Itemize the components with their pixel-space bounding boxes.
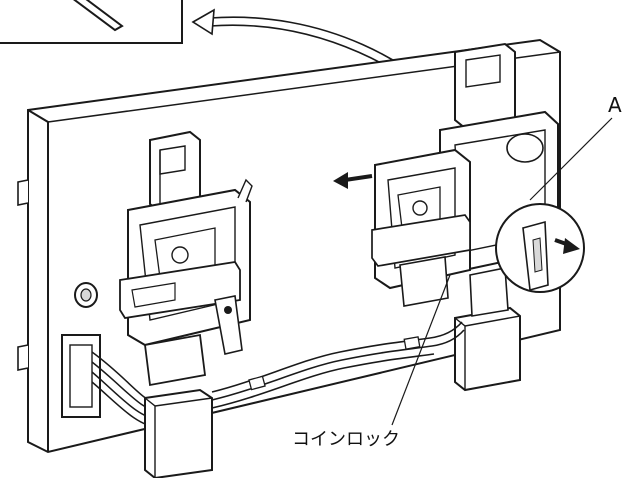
label-a-leader-line	[529, 117, 613, 201]
coin-lock-leader-line	[391, 274, 451, 426]
tool-icon	[73, 0, 124, 32]
lever-detail-circle	[495, 203, 585, 293]
removal-direction-arrow	[333, 172, 373, 189]
wiring-harness	[211, 321, 465, 409]
mounting-hole	[74, 282, 98, 308]
label-coin-lock: コインロック	[292, 429, 400, 450]
left-coin-mechanism	[119, 130, 253, 478]
removed-coin-mechanism	[371, 148, 471, 307]
label-part-a: A	[608, 93, 622, 117]
inset-detail-box	[0, 0, 183, 44]
